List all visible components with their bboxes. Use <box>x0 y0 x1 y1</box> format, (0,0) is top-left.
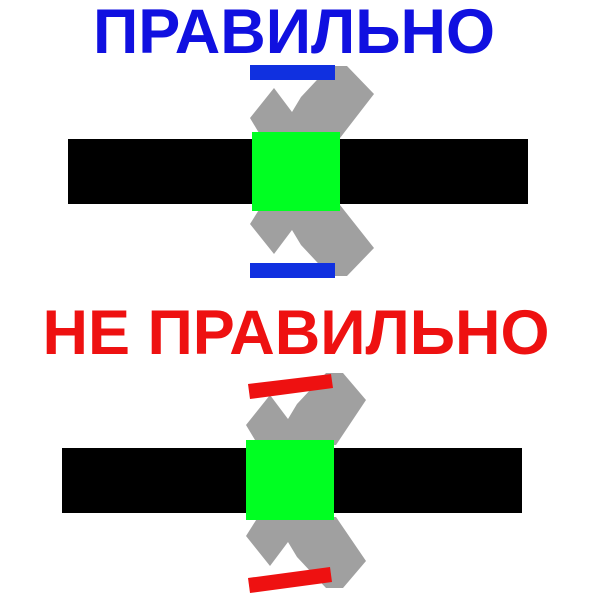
wrong-assembly <box>62 373 522 593</box>
correct-lower-tab <box>250 263 335 278</box>
wrong-upper-tab <box>248 374 333 399</box>
wrong-lower-tab <box>248 567 332 593</box>
wrong-upper-clip <box>246 373 366 445</box>
wrong-heading: НЕ ПРАВИЛЬНО <box>42 298 550 368</box>
correct-upper-clip <box>250 66 374 138</box>
correct-lower-clip <box>250 205 374 276</box>
wrong-green-block <box>246 440 334 520</box>
correct-heading: ПРАВИЛЬНО <box>92 0 496 67</box>
correct-assembly <box>68 65 528 278</box>
correct-upper-tab <box>250 65 335 80</box>
correct-green-block <box>252 132 340 211</box>
wrong-lower-clip <box>246 517 366 588</box>
